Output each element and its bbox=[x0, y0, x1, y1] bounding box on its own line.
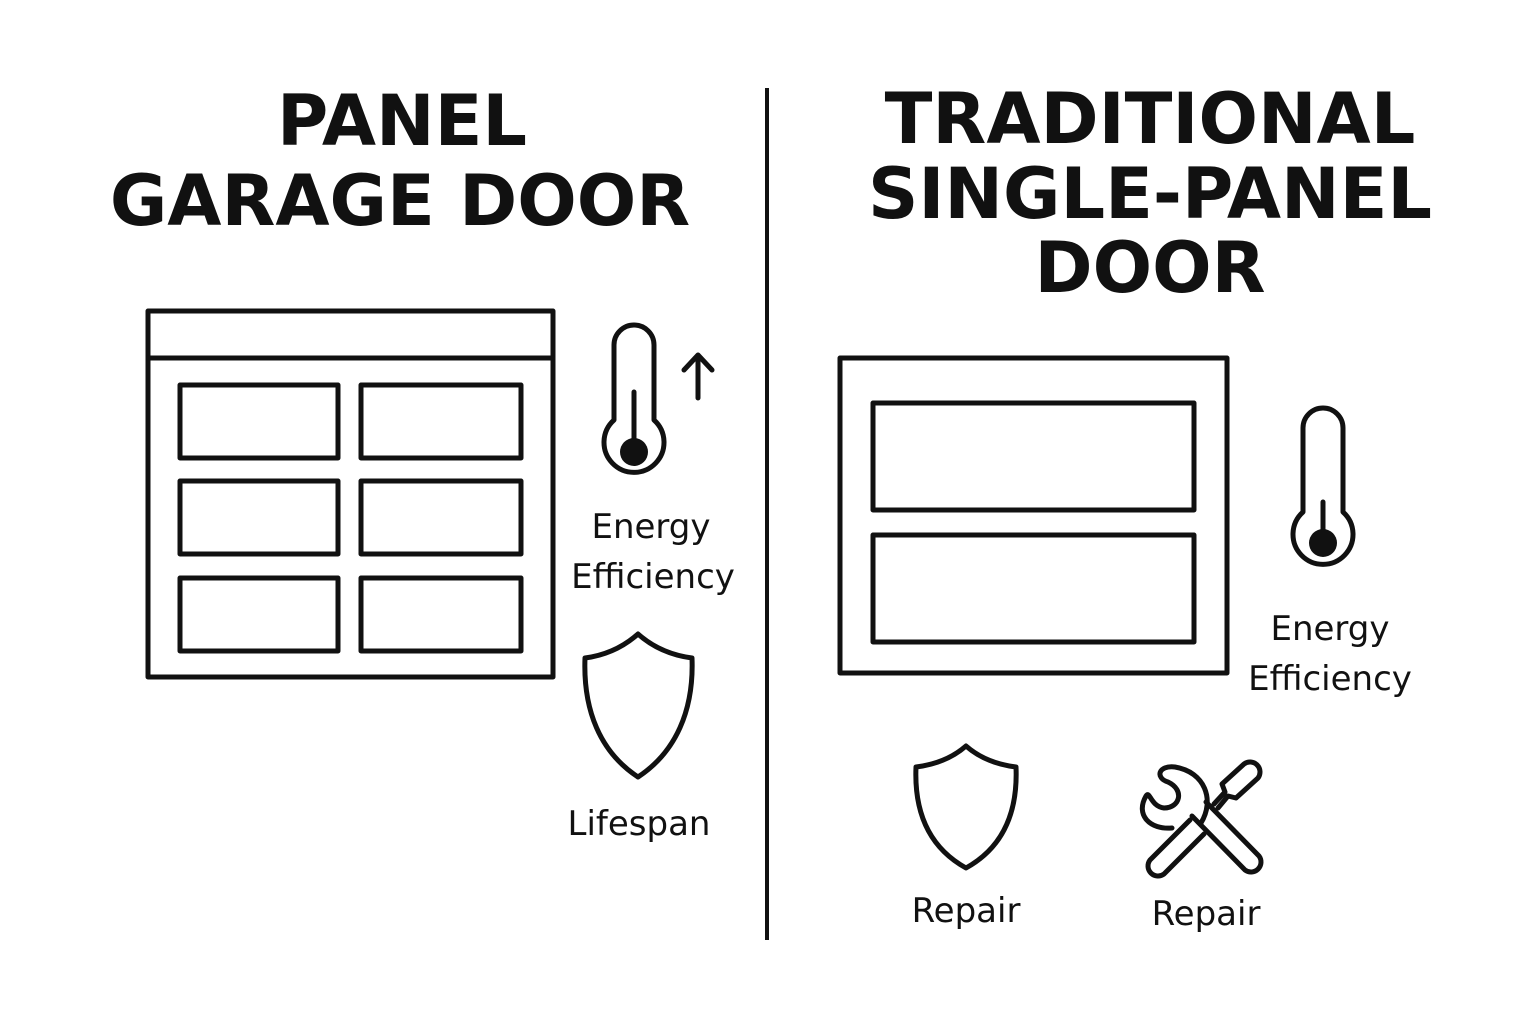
right-energy-label-line-1: Energy bbox=[1270, 609, 1389, 649]
single-panel-door-icon bbox=[837, 355, 1230, 676]
left-lifespan-label: Lifespan bbox=[568, 804, 711, 844]
thermometer-with-up-arrow-icon bbox=[601, 322, 715, 475]
right-energy-label-line-2: Efficiency bbox=[1248, 659, 1412, 699]
shield-icon bbox=[913, 743, 1019, 871]
right-repair-label-2: Repair bbox=[1152, 894, 1261, 934]
panel-garage-door-icon bbox=[145, 308, 556, 680]
right-repair-label-1: Repair bbox=[912, 891, 1021, 931]
left-energy-label-line-1: Energy bbox=[591, 507, 710, 547]
shield-icon bbox=[582, 631, 695, 780]
left-title-line-2: GARAGE DOOR bbox=[110, 160, 690, 242]
left-energy-label-line-2: Efficiency bbox=[571, 557, 735, 597]
wrench-screwdriver-icon bbox=[1139, 759, 1264, 879]
left-title-line-1: PANEL bbox=[277, 80, 527, 162]
right-title-line-2: SINGLE-PANEL bbox=[868, 153, 1432, 235]
thermometer-icon bbox=[1290, 405, 1356, 567]
right-title-line-1: TRADITIONAL bbox=[885, 78, 1416, 160]
right-title-line-3: DOOR bbox=[1034, 227, 1265, 309]
